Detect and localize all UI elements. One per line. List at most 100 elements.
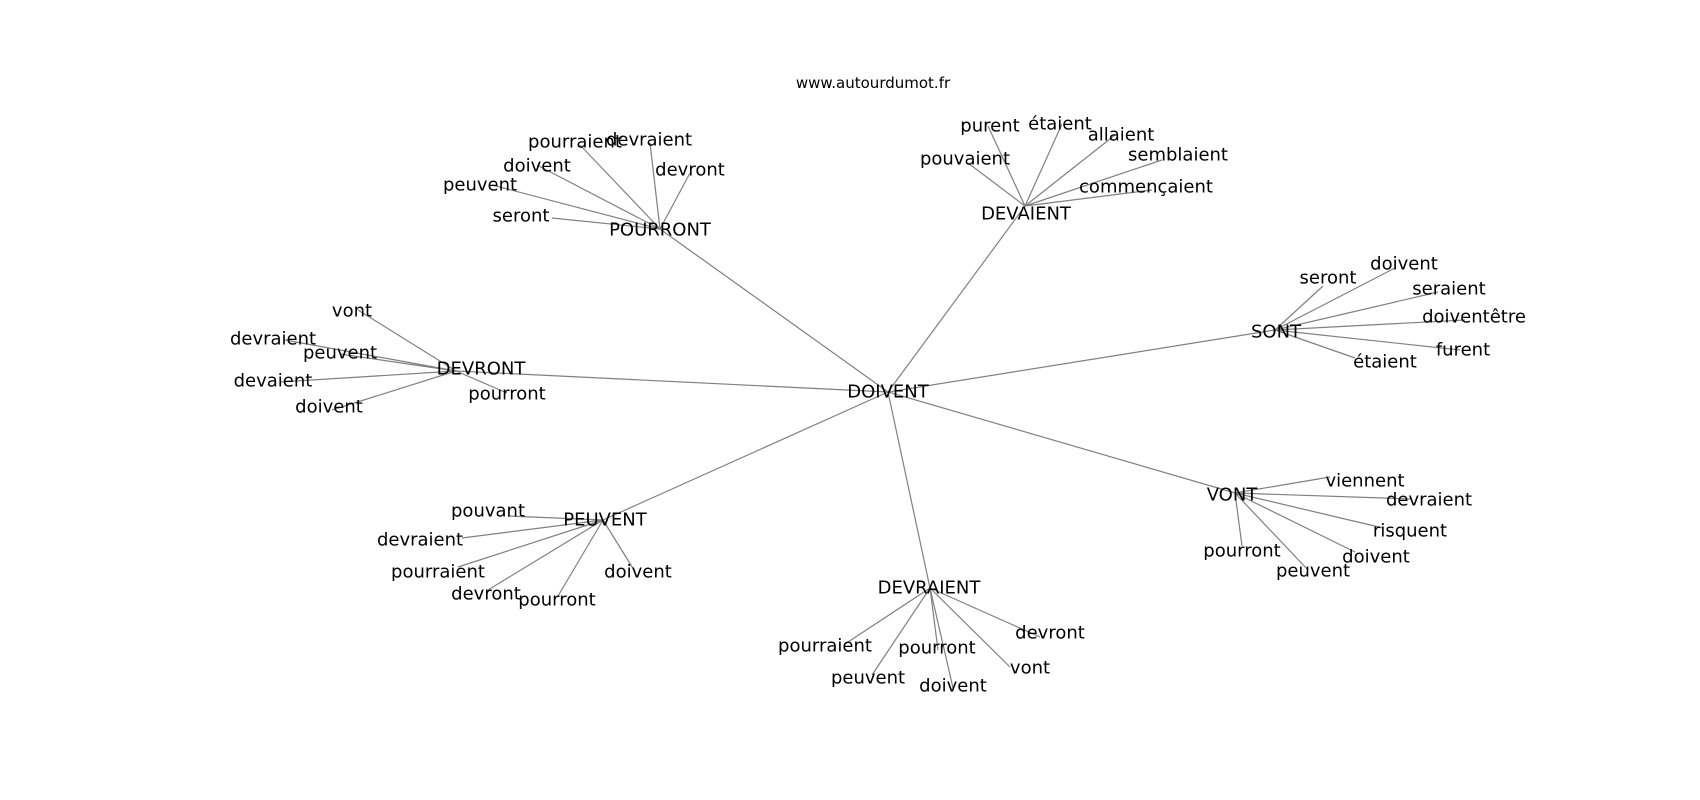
- edge-hub-to-word: [929, 587, 1041, 638]
- word-node[interactable]: pourront: [518, 590, 595, 611]
- word-node[interactable]: étaient: [1028, 114, 1092, 135]
- hub-node[interactable]: POURRONT: [609, 220, 712, 241]
- edge-hub-to-word: [1024, 189, 1153, 207]
- hub-node[interactable]: PEUVENT: [563, 510, 648, 531]
- word-node[interactable]: pourront: [468, 384, 545, 405]
- word-node[interactable]: pourront: [1203, 541, 1280, 562]
- word-node[interactable]: risquent: [1373, 521, 1447, 542]
- word-node[interactable]: pouvaient: [920, 149, 1010, 170]
- word-node[interactable]: doivent: [295, 397, 363, 418]
- edge-hub-to-word: [1274, 291, 1439, 331]
- edge-hub-to-word: [339, 353, 457, 372]
- edge-hub-to-word: [357, 309, 457, 372]
- word-node[interactable]: devraient: [606, 130, 692, 151]
- edge-hub-to-word: [461, 519, 604, 539]
- center-node[interactable]: DOIVENT: [847, 382, 929, 403]
- edge-hub-to-word: [507, 515, 604, 521]
- word-node[interactable]: vont: [332, 301, 372, 322]
- word-node[interactable]: peuvent: [443, 175, 517, 196]
- edge-hub-to-word: [487, 519, 604, 591]
- edge-hub-to-word: [871, 587, 931, 676]
- edge-hub-to-word: [551, 217, 661, 230]
- word-node[interactable]: devraient: [230, 329, 316, 350]
- edge-hub-to-word: [929, 587, 954, 689]
- edge-hub-to-word: [649, 142, 661, 230]
- edge-hub-to-word: [987, 125, 1026, 207]
- word-node[interactable]: peuvent: [831, 668, 905, 689]
- edge-hub-to-word: [1234, 476, 1331, 494]
- edge-hub-to-word: [455, 370, 508, 394]
- hub-node[interactable]: SONT: [1251, 322, 1302, 343]
- edge-hub-to-word: [536, 164, 661, 230]
- word-node[interactable]: doivent: [1370, 254, 1438, 275]
- edge-hub-to-word: [659, 172, 691, 230]
- edge-hub-to-word: [1234, 492, 1413, 500]
- edge-hub-to-word: [1274, 267, 1396, 331]
- edge-hub-to-word: [1274, 329, 1461, 351]
- edge-hub-to-word: [1024, 159, 1163, 207]
- edge-hub-to-word: [331, 370, 457, 411]
- word-node[interactable]: devront: [1015, 623, 1085, 644]
- edge-hub-to-word: [1274, 319, 1466, 331]
- edge-hub-to-word: [279, 370, 457, 383]
- edge-center-to-hub: [887, 391, 931, 589]
- edges: [279, 123, 1466, 689]
- word-node[interactable]: peuvent: [1276, 561, 1350, 582]
- word-node[interactable]: viennent: [1325, 471, 1404, 492]
- word-node[interactable]: pourront: [898, 638, 975, 659]
- edge-hub-to-word: [1274, 329, 1356, 359]
- word-node[interactable]: peuvent: [303, 343, 377, 364]
- edge-center-to-hub: [659, 228, 889, 393]
- site-label: www.autourdumot.fr: [796, 74, 951, 92]
- word-node[interactable]: semblaient: [1128, 145, 1228, 166]
- edge-center-to-hub: [887, 205, 1026, 393]
- word-node[interactable]: doivent: [604, 562, 672, 583]
- edge-hub-to-word: [929, 587, 939, 651]
- edge-hub-to-word: [844, 587, 931, 645]
- word-node[interactable]: doiventêtre: [1422, 307, 1526, 328]
- word-node[interactable]: devront: [451, 584, 521, 605]
- edge-center-to-hub: [887, 329, 1276, 393]
- edge-hub-to-word: [1234, 492, 1384, 529]
- word-node[interactable]: furent: [1436, 340, 1490, 361]
- word-node[interactable]: pouvant: [451, 501, 525, 522]
- edge-hub-to-word: [491, 184, 661, 230]
- word-node[interactable]: seront: [493, 206, 550, 227]
- edge-hub-to-word: [602, 519, 635, 571]
- edge-hub-to-word: [1234, 492, 1309, 571]
- word-node[interactable]: seraient: [1412, 279, 1485, 300]
- word-node[interactable]: pourraient: [528, 132, 622, 153]
- edge-center-to-hub: [602, 391, 889, 521]
- edge-hub-to-word: [457, 519, 604, 568]
- word-node[interactable]: devraient: [1386, 490, 1472, 511]
- word-node[interactable]: vont: [1010, 658, 1050, 679]
- edge-hub-to-word: [1274, 285, 1324, 331]
- edge-hub-to-word: [557, 519, 604, 597]
- word-node[interactable]: étaient: [1353, 352, 1417, 373]
- word-node[interactable]: pourraient: [778, 636, 872, 657]
- edge-hub-to-word: [1234, 492, 1356, 553]
- edge-hub-to-word: [1234, 492, 1243, 547]
- edge-hub-to-word: [284, 339, 457, 372]
- edge-hub-to-word: [967, 162, 1026, 207]
- hub-node[interactable]: VONT: [1207, 485, 1259, 506]
- edge-center-to-hub: [887, 391, 1236, 494]
- word-node[interactable]: doivent: [503, 156, 571, 177]
- word-node[interactable]: doivent: [1342, 547, 1410, 568]
- word-node[interactable]: devaient: [234, 371, 313, 392]
- word-node[interactable]: pourraient: [391, 562, 485, 583]
- word-node[interactable]: seront: [1300, 268, 1357, 289]
- word-node[interactable]: devront: [655, 160, 725, 181]
- word-node[interactable]: allaient: [1088, 125, 1155, 146]
- hub-node[interactable]: DEVRONT: [437, 359, 527, 380]
- hub-node[interactable]: DEVAIENT: [981, 204, 1072, 225]
- hub-node[interactable]: DEVRAIENT: [878, 578, 982, 599]
- word-node[interactable]: purent: [960, 116, 1019, 137]
- edge-hub-to-word: [929, 587, 1011, 668]
- word-node[interactable]: devraient: [377, 530, 463, 551]
- word-node[interactable]: doivent: [919, 676, 987, 697]
- labels: devraientdevrontpourraientdoiventpeuvent…: [230, 114, 1526, 697]
- edge-center-to-hub: [455, 370, 889, 393]
- word-node[interactable]: commençaient: [1079, 177, 1213, 198]
